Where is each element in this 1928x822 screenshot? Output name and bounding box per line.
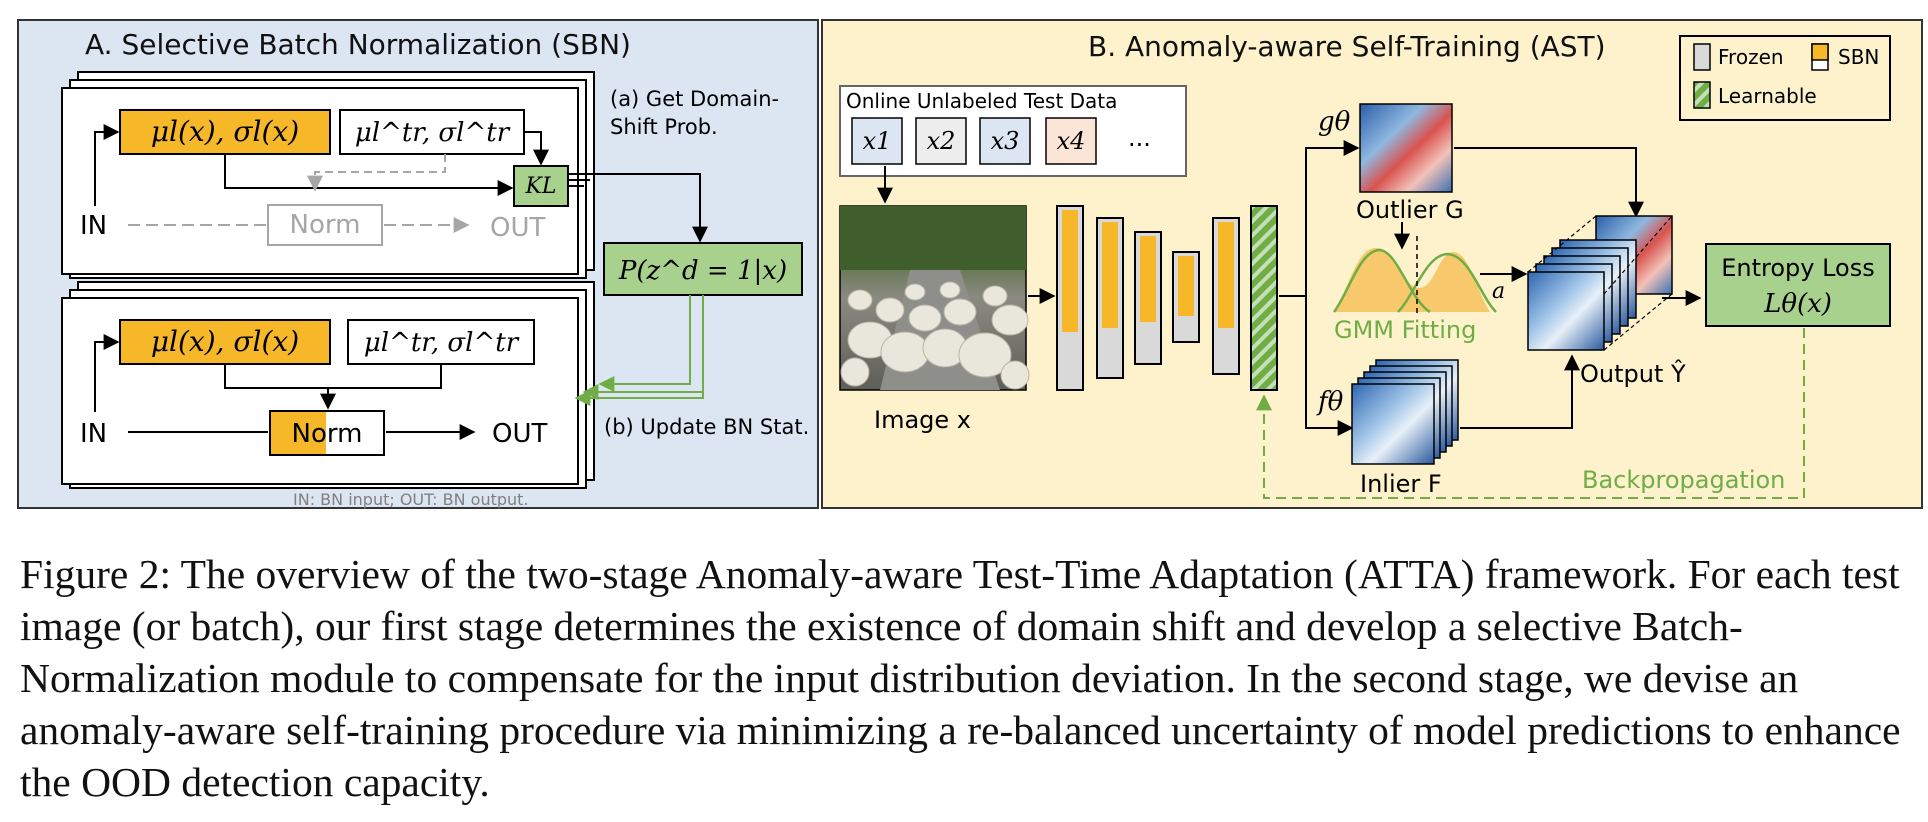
train-stats-label-lower: μl^tr, σl^tr bbox=[364, 328, 520, 358]
inlier-stack bbox=[1351, 359, 1459, 465]
backprop-label: Backpropagation bbox=[1582, 466, 1785, 494]
stats-label-lower: μl(x), σl(x) bbox=[151, 325, 299, 358]
prob-box bbox=[603, 242, 803, 296]
stats-label-upper: μl(x), σl(x) bbox=[151, 115, 299, 148]
legend-learnable-swatch bbox=[1693, 81, 1711, 109]
panel-b-title: B. Anomaly-aware Self-Training (AST) bbox=[1088, 30, 1606, 63]
in-label-upper: IN bbox=[80, 211, 107, 241]
in-label-lower: IN bbox=[80, 419, 107, 449]
online-data-label: Online Unlabeled Test Data bbox=[846, 89, 1117, 113]
arrow-in-to-stats bbox=[94, 124, 120, 206]
arrow-to-g bbox=[1305, 140, 1360, 296]
train-stats-box-upper bbox=[339, 109, 525, 155]
norm-label-lower: Norm bbox=[292, 419, 363, 449]
entropy-loss-line1: Entropy Loss bbox=[1721, 254, 1875, 282]
arrow-in-to-stats-lower bbox=[94, 334, 120, 412]
out-label-lower: OUT bbox=[492, 419, 547, 449]
kl-label: KL bbox=[524, 174, 556, 199]
output-stack bbox=[1527, 215, 1673, 351]
update-bn-label: (b) Update BN Stat. bbox=[604, 415, 809, 439]
panel-a: A. Selective Batch Normalization (SBN) μ… bbox=[17, 19, 819, 509]
train-stats-label-upper: μl^tr, σl^tr bbox=[355, 118, 511, 148]
kl-box bbox=[513, 165, 569, 207]
norm-label-faded: Norm bbox=[290, 210, 361, 240]
backprop-line bbox=[1256, 328, 1805, 499]
norm-box-sbn-half bbox=[270, 411, 326, 455]
token-x1 bbox=[851, 117, 903, 165]
norm-box-lower bbox=[269, 410, 385, 456]
panel-b: B. Anomaly-aware Self-Training (AST) Fro… bbox=[821, 19, 1923, 509]
kl-to-prob-1 bbox=[568, 173, 708, 243]
prob-to-bn-2 bbox=[598, 295, 691, 392]
panel-a-footnote: IN: BN input; OUT: BN output. bbox=[293, 490, 529, 509]
inlier-label: Inlier F bbox=[1360, 470, 1442, 498]
a-label: a bbox=[1492, 279, 1505, 304]
inlier-to-output bbox=[1460, 354, 1580, 429]
legend-sbn-fill bbox=[1811, 43, 1829, 61]
token-x4-label: x4 bbox=[1057, 127, 1086, 155]
gmm-label: GMM Fitting bbox=[1334, 316, 1476, 344]
legend-frozen-swatch bbox=[1693, 43, 1711, 71]
caption-text: Figure 2: The overview of the two-stage … bbox=[20, 551, 1901, 805]
entropy-loss-line2: Lθ(x) bbox=[1763, 289, 1832, 319]
stats-box-lower bbox=[119, 319, 331, 365]
entropy-loss-box bbox=[1705, 243, 1891, 327]
token-x3-label: x3 bbox=[991, 127, 1020, 155]
get-prob-line2: Shift Prob. bbox=[610, 115, 718, 139]
token-ellipsis: ... bbox=[1128, 124, 1151, 152]
stats-box-upper bbox=[119, 109, 331, 155]
figure-caption: Figure 2: The overview of the two-stage … bbox=[20, 548, 1910, 808]
image-label: Image x bbox=[874, 406, 971, 434]
network-layers bbox=[1056, 205, 1278, 391]
outlier-label: Outlier G bbox=[1356, 196, 1464, 224]
prob-to-bn-3 bbox=[574, 390, 704, 406]
prob-label: P(z^d = 1|x) bbox=[618, 256, 787, 286]
outlier-to-output bbox=[1454, 147, 1644, 218]
arrow-stats-to-kl bbox=[224, 154, 514, 196]
framework-figure: A. Selective Batch Normalization (SBN) μ… bbox=[17, 19, 1923, 509]
out-label-faded: OUT bbox=[490, 213, 545, 243]
panel-a-title: A. Selective Batch Normalization (SBN) bbox=[85, 28, 631, 61]
token-x3 bbox=[979, 117, 1031, 165]
input-image bbox=[839, 205, 1030, 391]
arrow-to-f bbox=[1305, 296, 1354, 436]
f-theta-label: fθ bbox=[1316, 387, 1344, 417]
token-x2-label: x2 bbox=[927, 127, 956, 155]
norm-box-faded bbox=[267, 204, 383, 246]
token-x4 bbox=[1045, 117, 1097, 165]
output-label: Output Ŷ bbox=[1580, 358, 1686, 388]
g-theta-label: gθ bbox=[1318, 107, 1351, 137]
legend-sbn-label: SBN bbox=[1838, 45, 1879, 69]
token-x2 bbox=[915, 117, 967, 165]
arrow-tr-to-kl bbox=[524, 131, 549, 166]
get-prob-line1: (a) Get Domain- bbox=[610, 87, 779, 111]
legend-box bbox=[1679, 35, 1891, 121]
token-x1-label: x1 bbox=[863, 127, 892, 155]
legend-frozen-label: Frozen bbox=[1718, 45, 1784, 69]
legend-learnable-label: Learnable bbox=[1718, 84, 1817, 108]
gmm-plot bbox=[1332, 236, 1497, 314]
arrow-stats-merge bbox=[224, 364, 442, 389]
faded-arrow-to-norm bbox=[307, 154, 446, 192]
outlier-heatmap bbox=[1359, 103, 1453, 193]
